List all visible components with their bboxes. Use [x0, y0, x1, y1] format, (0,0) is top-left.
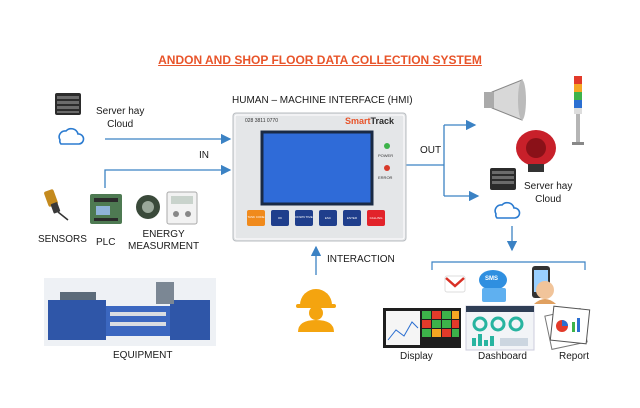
server-icon-right — [490, 168, 516, 190]
hmi-phone: 028 3811 0770 — [245, 118, 278, 124]
report-label: Report — [559, 351, 590, 362]
sms-icon — [479, 270, 507, 302]
power-label: POWER — [378, 153, 394, 158]
display-icon — [383, 308, 461, 348]
report-icon — [544, 305, 591, 350]
equipment-icon — [44, 278, 216, 346]
server-cloud-right-label: Server hay Cloud — [524, 181, 573, 205]
hmi-screen — [260, 130, 374, 206]
dashboard-label: Dashboard — [478, 351, 527, 362]
cloud-icon-left — [58, 127, 85, 145]
hmi-device — [232, 112, 407, 242]
in-label: IN — [199, 150, 209, 161]
gmail-icon — [444, 275, 466, 293]
hmi-brand-smart: Smart — [345, 116, 371, 126]
hmi-button-enter: ENTER — [346, 216, 358, 220]
sms-icon-label: SMS — [485, 276, 499, 282]
cloud-icon-right — [494, 201, 521, 219]
arrow-devices-to-hmi — [104, 164, 232, 188]
siren-icon — [516, 130, 556, 172]
hmi-button-task-code: TASK CODE — [247, 215, 265, 219]
phone-user-icon — [532, 266, 556, 304]
hmi-button-ok: OK — [277, 216, 283, 220]
out-label: OUT — [420, 145, 442, 156]
equipment-label: EQUIPMENT — [113, 350, 173, 361]
server-cloud-left-label: Server hay Cloud — [96, 106, 145, 130]
worker-icon — [296, 289, 336, 332]
hmi-brand-track: Track — [370, 116, 395, 126]
server-icon-left — [55, 93, 81, 115]
signal-tower-icon — [572, 76, 584, 145]
output-bracket — [431, 261, 586, 270]
plc-icon — [90, 194, 122, 224]
display-label: Display — [400, 351, 433, 362]
energy-meter-icons — [136, 191, 198, 225]
error-label: ERROR — [378, 175, 393, 180]
interaction-label: INTERACTION — [327, 254, 395, 265]
error-led — [384, 165, 390, 171]
hmi-caption: HUMAN – MACHINE INTERFACE (HMI) — [232, 95, 413, 106]
hmi-brand: SmartTrack — [345, 116, 394, 126]
sensor-icon — [44, 189, 69, 221]
sensors-label: SENSORS — [38, 234, 87, 245]
diagram-title: ANDON AND SHOP FLOOR DATA COLLECTION SYS… — [158, 53, 482, 67]
dashboard-icon — [465, 305, 535, 351]
plc-label: PLC — [96, 237, 116, 248]
hmi-button-down-time: DOWN TIME — [295, 215, 313, 219]
hmi-buttons — [247, 210, 385, 226]
hmi-button-esc: ESC — [324, 216, 332, 220]
connector-arrows — [104, 119, 518, 275]
hmi-button-calling: CALLING — [369, 216, 383, 220]
power-led — [384, 143, 390, 149]
energy-measurement-label: ENERGY MEASURMENT — [128, 229, 200, 252]
horn-speaker-icon — [484, 79, 526, 121]
